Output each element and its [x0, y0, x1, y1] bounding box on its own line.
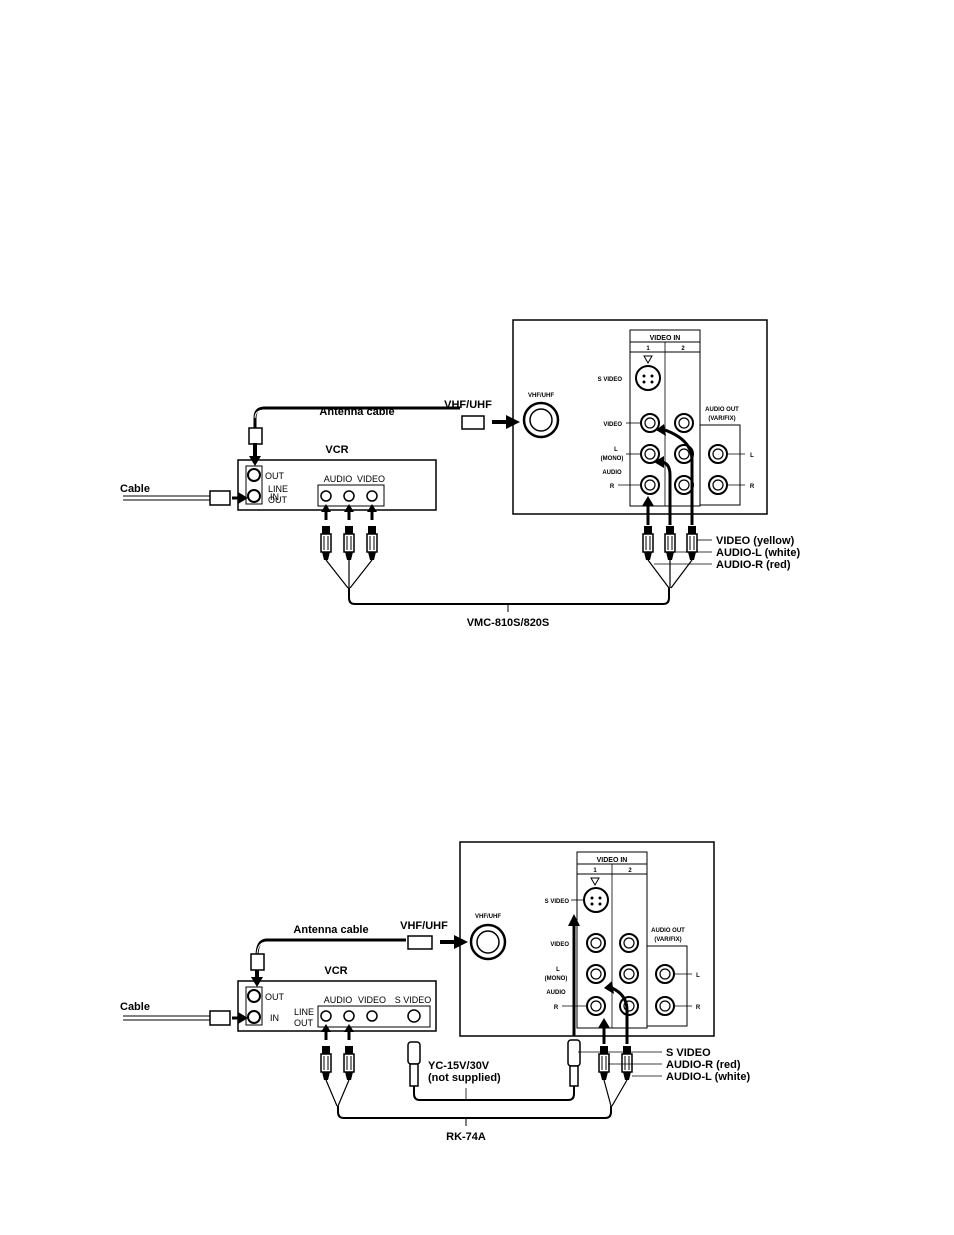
- svg-text:L: L: [750, 453, 754, 459]
- diagram-2: VIDEO IN 1 2 S VIDEO VIDEO L (MONO) AUDI…: [120, 841, 750, 1143]
- svg-text:VHF/UHF: VHF/UHF: [444, 399, 492, 411]
- tv-rca-plugs: [642, 424, 712, 589]
- svg-text:OUT: OUT: [265, 471, 285, 481]
- svg-text:OUT: OUT: [294, 1018, 314, 1028]
- svg-text:2: 2: [681, 346, 685, 352]
- svg-text:VHF/UHF: VHF/UHF: [528, 393, 554, 399]
- svg-text:L: L: [614, 447, 618, 453]
- svg-text:AUDIO: AUDIO: [324, 995, 353, 1005]
- antenna-plug: [461, 415, 485, 430]
- svg-text:R: R: [696, 1005, 701, 1011]
- audio-l-1-jack[interactable]: [640, 444, 660, 464]
- svg-text:Antenna cable: Antenna cable: [293, 924, 368, 936]
- svg-text:AUDIO OUT: AUDIO OUT: [705, 407, 739, 413]
- antenna-cable-label: Antenna cable: [319, 406, 394, 418]
- svg-text:S VIDEO: S VIDEO: [598, 377, 623, 383]
- plug-audio-r-label: AUDIO-R (red): [716, 559, 791, 571]
- audio-out-panel: [699, 424, 741, 506]
- svg-text:L: L: [696, 973, 700, 979]
- vmc-cable: [348, 588, 670, 605]
- s-video-jack-2[interactable]: [583, 887, 609, 913]
- svg-text:Cable: Cable: [120, 1001, 150, 1013]
- plug-audio-l-label-2: AUDIO-L (white): [666, 1071, 750, 1083]
- svg-text:VIDEO: VIDEO: [358, 995, 386, 1005]
- rk-cable-label: RK-74A: [446, 1131, 486, 1143]
- rk-cable: [337, 1106, 612, 1119]
- yc-cable: [413, 1086, 575, 1101]
- svg-text:LINE: LINE: [268, 484, 288, 494]
- svg-text:AUDIO: AUDIO: [602, 470, 622, 476]
- plug-audio-l-label: AUDIO-L (white): [716, 547, 800, 559]
- vcr-rca-plugs: [320, 504, 378, 589]
- vcr-label: VCR: [325, 444, 348, 456]
- svg-text:AUDIO OUT: AUDIO OUT: [651, 928, 685, 934]
- plug-audio-r-label-2: AUDIO-R (red): [666, 1059, 741, 1071]
- svg-text:LINE: LINE: [294, 1007, 314, 1017]
- tv-vhf-uhf-jack-2[interactable]: [469, 923, 507, 961]
- svg-text:VCR: VCR: [324, 965, 347, 977]
- svg-text:(MONO): (MONO): [545, 976, 568, 982]
- svg-text:1: 1: [646, 346, 650, 352]
- audio-out-l-jack[interactable]: [708, 444, 728, 464]
- svg-text:OUT: OUT: [268, 495, 288, 505]
- svg-text:R: R: [610, 484, 615, 490]
- svg-text:1: 1: [593, 868, 597, 874]
- svg-text:VIDEO IN: VIDEO IN: [597, 857, 628, 864]
- svg-text:IN: IN: [270, 492, 279, 502]
- svg-text:VIDEO: VIDEO: [550, 942, 569, 948]
- svg-text:(VAR/FIX): (VAR/FIX): [708, 416, 735, 422]
- svg-text:AUDIO: AUDIO: [324, 474, 353, 484]
- svg-text:VIDEO: VIDEO: [603, 422, 622, 428]
- svg-text:VHF/UHF: VHF/UHF: [475, 914, 501, 920]
- svg-text:S VIDEO: S VIDEO: [395, 995, 432, 1005]
- video-1-jack[interactable]: [640, 413, 660, 433]
- svg-text:IN: IN: [270, 1013, 279, 1023]
- svg-text:L: L: [556, 967, 560, 973]
- audio-r-1-jack[interactable]: [640, 475, 660, 495]
- svg-text:(not supplied): (not supplied): [428, 1072, 501, 1084]
- plug-video-label: VIDEO (yellow): [716, 535, 795, 547]
- audio-r-2-jack[interactable]: [674, 475, 694, 495]
- svg-text:AUDIO: AUDIO: [546, 990, 566, 996]
- svg-text:OUT: OUT: [265, 992, 285, 1002]
- svg-text:(MONO): (MONO): [601, 456, 624, 462]
- svg-text:S VIDEO: S VIDEO: [545, 899, 570, 905]
- svg-text:2: 2: [628, 868, 632, 874]
- yc-cable-label: YC-15V/30V: [428, 1060, 490, 1072]
- video-2-jack[interactable]: [674, 413, 694, 433]
- audio-out-r-jack[interactable]: [708, 475, 728, 495]
- svg-text:VIDEO: VIDEO: [357, 474, 385, 484]
- cable-label: Cable: [120, 483, 150, 495]
- svg-text:VHF/UHF: VHF/UHF: [400, 920, 448, 932]
- s-video-jack[interactable]: [635, 365, 661, 391]
- diagram-1: VIDEO IN 1 2 S VIDEO VIDEO L (MONO) AUDI…: [120, 319, 800, 629]
- vmc-cable-label: VMC-810S/820S: [467, 617, 550, 629]
- svg-text:R: R: [750, 484, 755, 490]
- svg-text:R: R: [554, 1005, 559, 1011]
- svg-text:(VAR/FIX): (VAR/FIX): [654, 937, 681, 943]
- video-in-label: VIDEO IN: [650, 335, 681, 342]
- tv-vhf-uhf-jack[interactable]: [522, 401, 560, 439]
- plug-svideo-label: S VIDEO: [666, 1047, 711, 1059]
